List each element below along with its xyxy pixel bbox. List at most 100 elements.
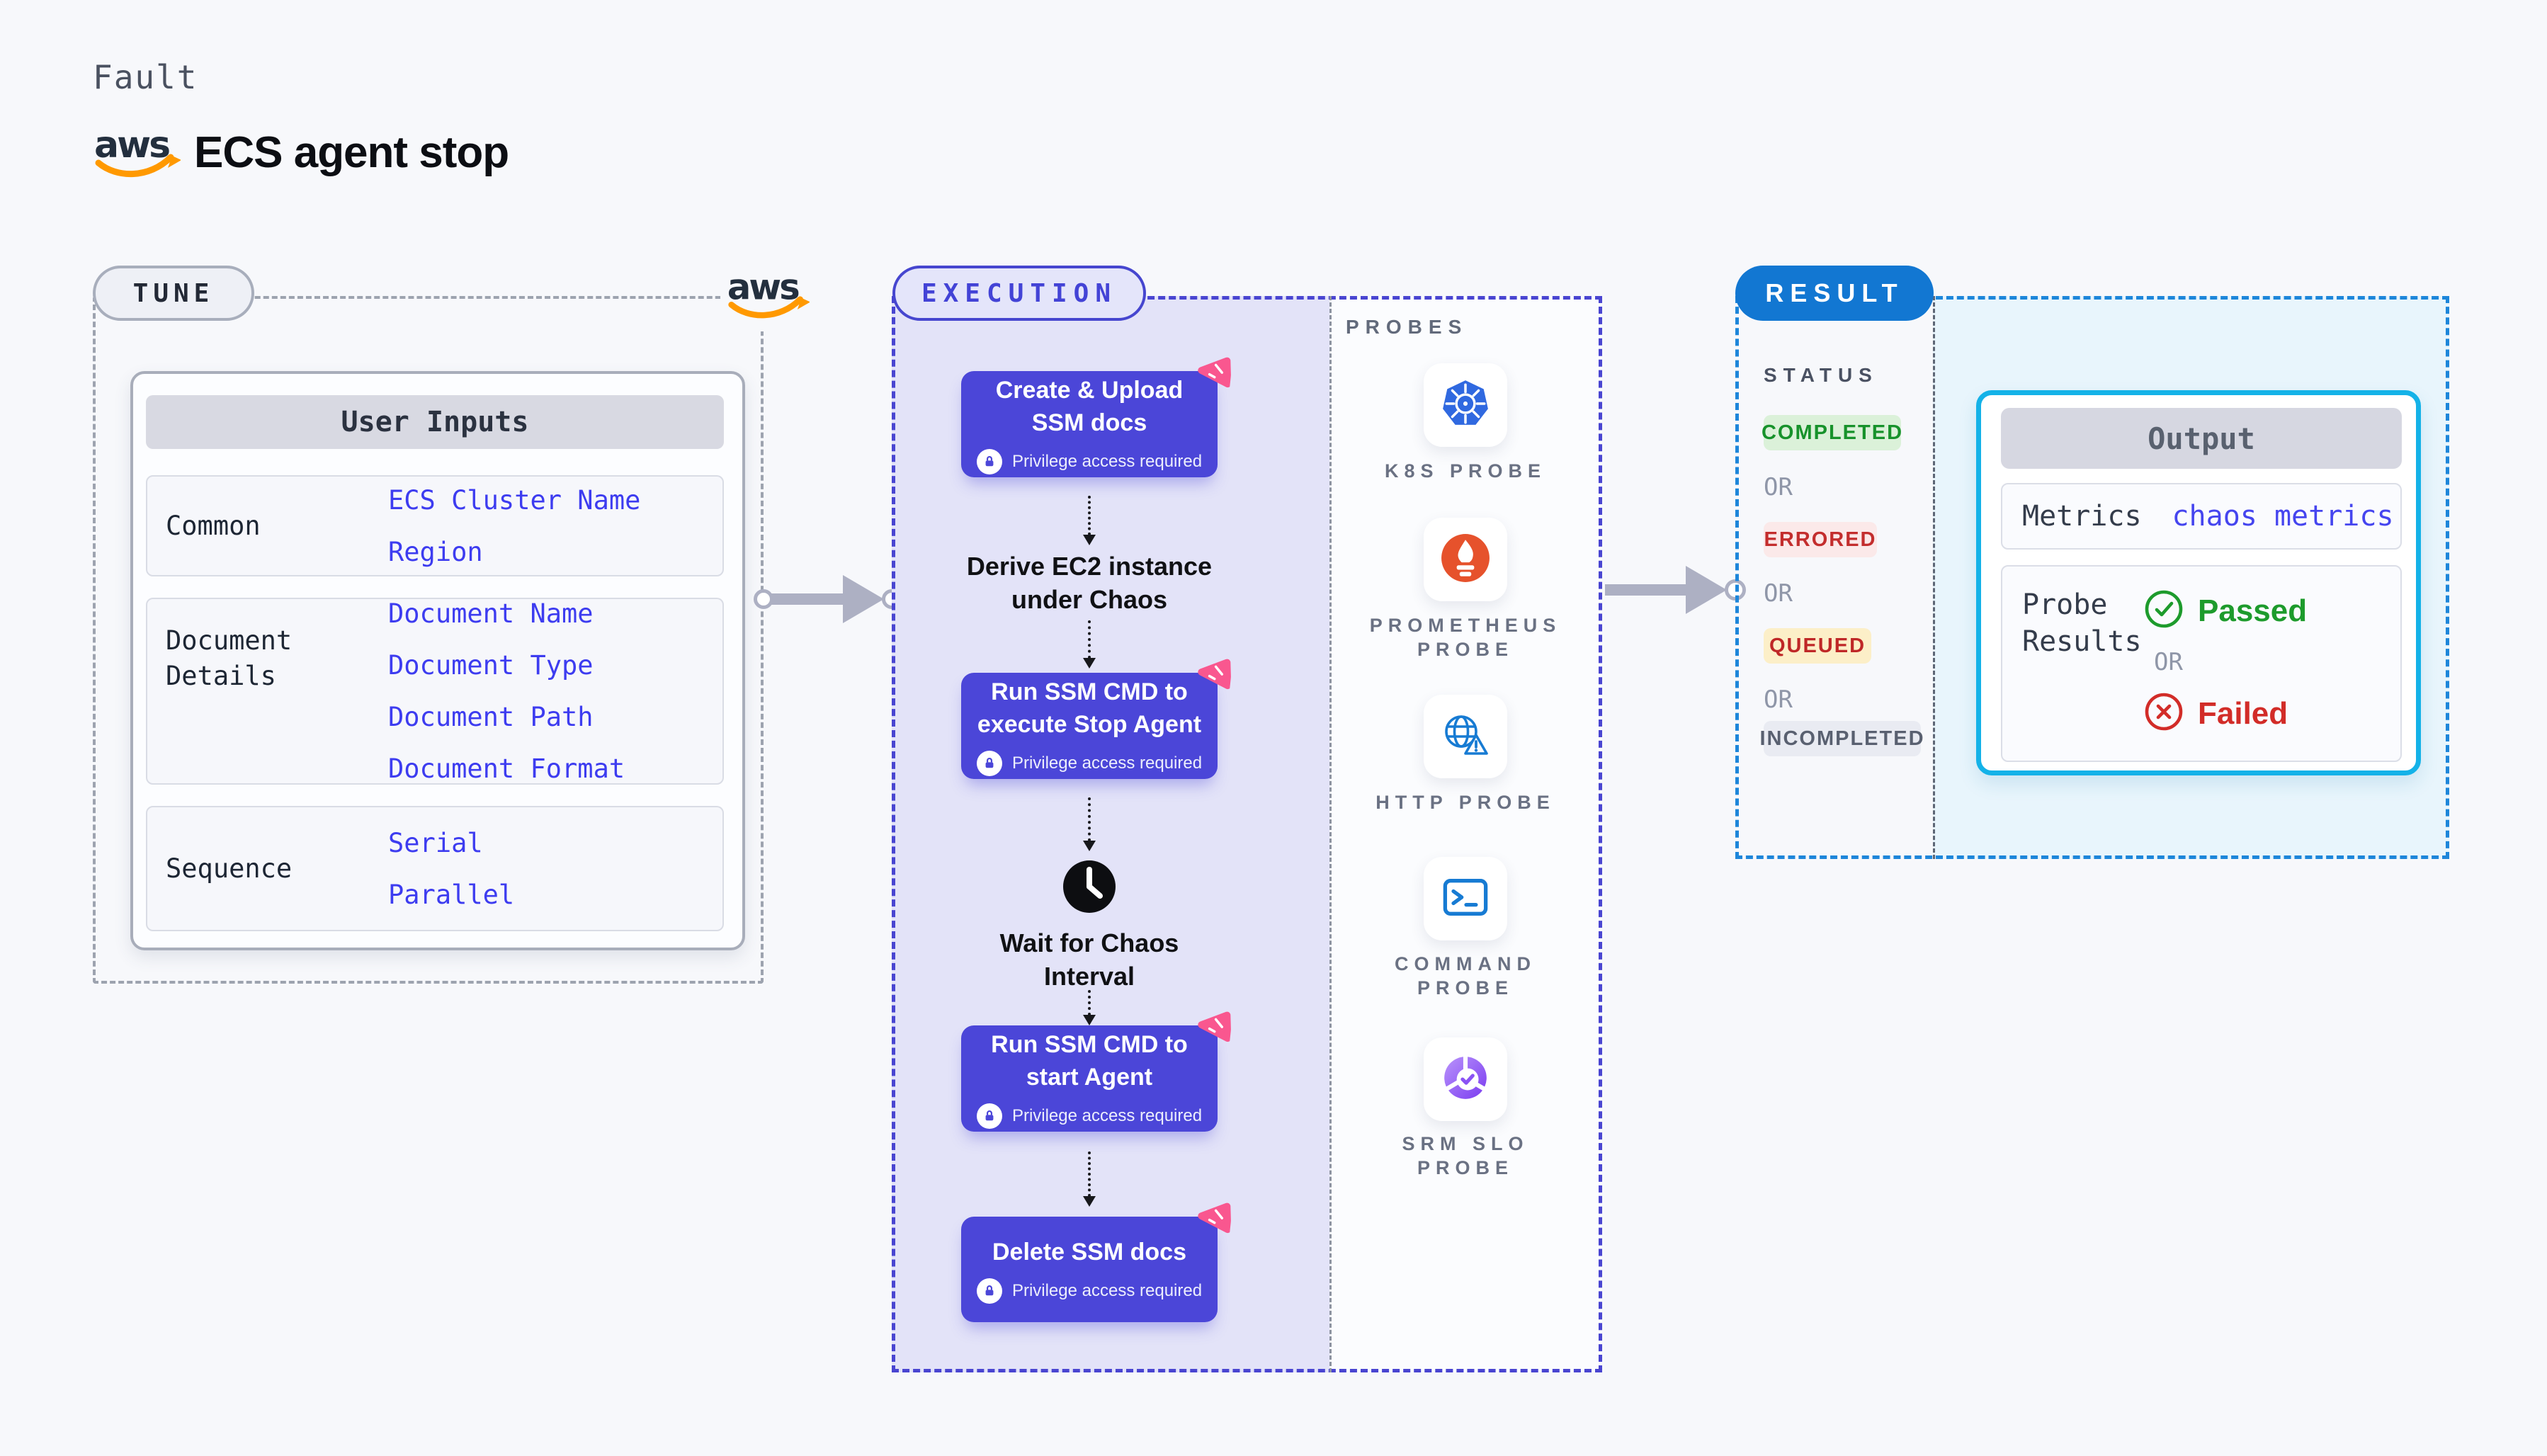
wait-line-1: Wait for Chaos (999, 928, 1179, 957)
row-label: Common (166, 510, 261, 541)
svg-text:aws: aws (727, 267, 799, 308)
chaos-flag-icon (1192, 655, 1232, 695)
chaos-flag-icon (1192, 353, 1232, 394)
user-inputs-title: User Inputs (146, 395, 724, 449)
privilege-note: Privilege access required (1011, 1280, 1203, 1300)
privilege-note: Privilege access required (1011, 753, 1203, 773)
execution-pill: EXECUTION (892, 266, 1146, 321)
fault-kicker: Fault (93, 58, 198, 96)
tune-section-box (93, 296, 764, 984)
flow-arrow (1083, 496, 1096, 545)
flow-arrow (1083, 620, 1096, 669)
probe-label-line: PROBE (1417, 977, 1514, 999)
step-title: Create & Upload SSM docs (995, 377, 1184, 436)
user-inputs-card: User Inputs Common ECS Cluster Name Regi… (130, 371, 745, 950)
step-title: Delete SSM docs (992, 1238, 1186, 1266)
or-label: OR (2154, 648, 2183, 676)
wait-chaos-interval-label: Wait for Chaos Interval (983, 926, 1196, 993)
result-separator (1933, 296, 1935, 859)
row-value: Region (388, 536, 483, 567)
prometheus-probe-tile (1424, 518, 1507, 601)
derive-line-1: Derive EC2 instance (966, 552, 1213, 581)
privilege-note: Privilege access required (1011, 452, 1203, 471)
probes-separator (1329, 296, 1332, 1372)
user-inputs-row-document-details: Document Details Document Name Document … (146, 598, 724, 785)
step-run-ssm-cmd-start-agent: Run SSM CMD to start Agent Privilege acc… (961, 1025, 1218, 1132)
command-icon (1441, 875, 1490, 923)
status-heading: STATUS (1764, 364, 1878, 386)
lock-icon (976, 1103, 1002, 1129)
row-label: Sequence (166, 853, 293, 884)
probe-label: PROMETHEUS PROBE (1356, 613, 1575, 661)
execution-to-result-arrow (1605, 584, 1689, 596)
row-value: Serial (388, 827, 483, 858)
arrow-head (843, 575, 884, 623)
status-badge-queued: QUEUED (1764, 628, 1871, 664)
probe-label-line: PROBE (1417, 639, 1514, 660)
probe-results-row: Probe Results Passed OR Failed (2001, 565, 2402, 762)
derive-line-2: under Chaos (1011, 585, 1168, 614)
probe-label: K8S PROBE (1356, 459, 1575, 483)
probe-results-label: Probe Results (2022, 588, 2142, 658)
arrow-connector-dot (754, 589, 773, 609)
derive-ec2-label: Derive EC2 instance under Chaos (934, 550, 1245, 616)
step-create-upload-ssm-docs: Create & Upload SSM docs Privilege acces… (961, 371, 1218, 477)
failed-label: Failed (2198, 695, 2288, 731)
svg-text:aws: aws (94, 124, 169, 166)
row-value: Document Name (388, 598, 594, 629)
probe-label-line: K8S PROBE (1384, 460, 1547, 482)
row-label: Document Details (166, 625, 293, 691)
probe-label: COMMAND PROBE (1356, 952, 1575, 1000)
flow-arrow (1083, 1151, 1096, 1207)
result-pill: RESULT (1735, 266, 1934, 321)
step-run-ssm-cmd-stop-agent: Run SSM CMD to execute Stop Agent Privil… (961, 673, 1218, 779)
lock-icon (976, 1278, 1002, 1304)
output-card: Output Metrics chaos metrics Probe Resul… (1976, 390, 2421, 775)
chaos-flag-icon (1192, 1199, 1232, 1239)
lock-icon (976, 449, 1002, 474)
wait-line-2: Interval (1043, 962, 1135, 991)
failed-item: Failed (2144, 692, 2307, 735)
command-probe-tile (1424, 857, 1507, 940)
http-probe-tile (1424, 695, 1507, 778)
metrics-value: chaos metrics (2172, 500, 2394, 533)
aws-logo-corner: aws (720, 258, 815, 331)
clock-icon (1061, 858, 1118, 918)
chaos-flag-icon (1192, 1008, 1232, 1048)
tune-to-execution-arrow (764, 593, 846, 605)
check-circle-icon (2144, 589, 2184, 632)
metrics-row: Metrics chaos metrics (2001, 483, 2402, 550)
x-circle-icon (2144, 692, 2184, 735)
metrics-label: Metrics (2022, 500, 2142, 533)
kubernetes-icon (1440, 379, 1491, 432)
user-inputs-row-sequence: Sequence Serial Parallel (146, 806, 724, 931)
probe-results-values: Passed OR Failed (2144, 589, 2307, 735)
output-title: Output (2001, 408, 2402, 469)
row-value: Parallel (388, 879, 515, 910)
prometheus-icon (1440, 533, 1491, 587)
aws-logo: aws (93, 122, 181, 183)
or-label: OR (1764, 686, 1793, 714)
probe-label-line: HTTP PROBE (1375, 792, 1555, 813)
probe-label-line: COMMAND (1395, 953, 1536, 974)
passed-label: Passed (2198, 593, 2308, 628)
status-badge-completed: COMPLETED (1762, 415, 1902, 450)
probes-heading: PROBES (1346, 316, 1468, 338)
row-value: ECS Cluster Name (388, 484, 641, 516)
http-icon (1439, 710, 1492, 763)
execution-section-box (892, 296, 1602, 1372)
or-label: OR (1764, 579, 1793, 608)
page-title: ECS agent stop (194, 128, 509, 177)
probe-label: SRM SLO PROBE (1356, 1132, 1575, 1180)
lock-icon (976, 751, 1002, 776)
probe-label-line: PROMETHEUS (1369, 615, 1562, 636)
result-section-box (1735, 296, 2449, 859)
flow-arrow (1083, 797, 1096, 851)
status-badge-errored: ERRORED (1764, 522, 1877, 557)
row-value: Document Format (388, 753, 625, 784)
status-badge-incompleted: INCOMPLETED (1759, 721, 1924, 756)
tune-pill: TUNE (93, 266, 254, 321)
or-label: OR (1764, 473, 1793, 501)
row-value: Document Type (388, 650, 594, 681)
